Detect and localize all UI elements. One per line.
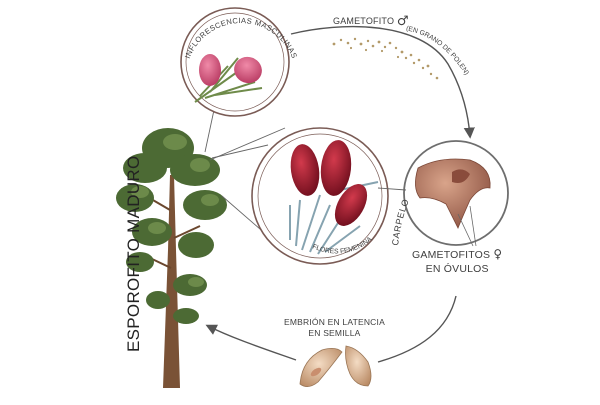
ovule	[452, 169, 470, 183]
female-needles	[289, 181, 379, 255]
seed-embryo	[310, 367, 322, 377]
embryo-label: EMBRIÓN EN LATENCIA EN SEMILLA	[284, 317, 385, 339]
ovule-pointer	[457, 213, 474, 247]
mature-pine-tree	[116, 128, 227, 388]
foliage-clump	[183, 190, 227, 220]
male-inflorescence-circle	[180, 7, 290, 117]
zoom-line	[209, 127, 286, 161]
foliage-clump	[146, 291, 170, 309]
foliage-highlight	[148, 222, 166, 234]
foliage-highlight	[188, 277, 204, 287]
embryo-line1: EMBRIÓN EN LATENCIA	[284, 317, 385, 327]
female-cone	[320, 140, 352, 196]
foliage-highlight	[201, 194, 219, 206]
male-gametophyte-label: GAMETOFITO ♂	[333, 14, 409, 29]
female-gametophytes-label: GAMETOFITOS ♀ EN ÓVULOS	[412, 247, 502, 276]
embryo-line2: EN SEMILLA	[308, 328, 361, 338]
female-gametophytes-line2: EN ÓVULOS	[425, 263, 489, 275]
foliage-clump	[173, 308, 199, 324]
foliage-highlight	[163, 134, 187, 150]
tree-branch	[173, 225, 201, 239]
female-gametophytes-line1: GAMETOFITOS ♀	[412, 247, 503, 261]
zoom-line	[204, 109, 215, 153]
seed	[299, 348, 343, 387]
pollen-grains	[332, 37, 439, 80]
male-cone	[234, 56, 262, 84]
seeds	[299, 345, 372, 387]
male-symbol-icon: ♂	[396, 14, 409, 29]
female-cone	[290, 144, 320, 196]
female-flowers-circle	[251, 127, 389, 265]
carpel-label: CARPELO	[390, 197, 411, 246]
zoom-line	[377, 187, 407, 191]
foliage-clump	[123, 153, 167, 183]
male-needles	[194, 57, 263, 103]
tree-trunk	[163, 175, 180, 388]
arrow-pollen-to-carpel	[290, 25, 475, 139]
female-symbol-icon: ♀	[493, 247, 503, 261]
arrow-ovule-to-seed	[377, 295, 457, 363]
ovule-scale	[415, 158, 491, 229]
seed	[345, 345, 372, 387]
male-gametophyte-text: GAMETOFITO	[333, 16, 395, 26]
female-cone	[334, 184, 368, 226]
foliage-highlight	[190, 158, 210, 172]
foliage-clump	[126, 252, 154, 272]
arrow-seed-to-tree	[205, 324, 297, 361]
foliage-highlight	[131, 186, 149, 198]
male-cone	[199, 54, 221, 86]
carpel-circle	[403, 140, 509, 247]
diagram-title: ESPOROFITO MADURO	[124, 155, 143, 352]
ovule-pointer	[469, 205, 477, 247]
foliage-clump	[178, 232, 214, 258]
zoom-line	[211, 144, 269, 159]
